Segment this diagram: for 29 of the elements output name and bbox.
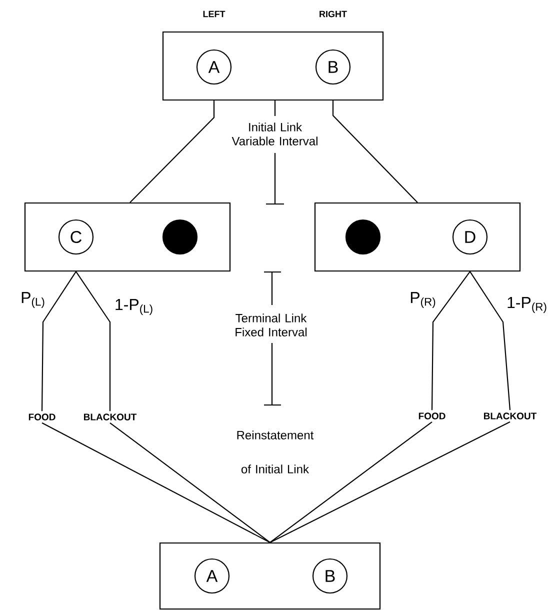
phase-label: Reinstatement of Initial Link bbox=[237, 430, 314, 474]
outcome-label: FOOD bbox=[28, 414, 56, 420]
key-panel bbox=[159, 542, 381, 610]
connector-line bbox=[270, 421, 510, 543]
connector-line bbox=[332, 100, 418, 203]
probability-label: 1-P$_{(L)}$ bbox=[116, 299, 152, 315]
key-panel bbox=[314, 202, 521, 272]
phase-label: Terminal Link Fixed Interval bbox=[236, 314, 307, 336]
connector-line bbox=[76, 271, 111, 412]
connector-line bbox=[41, 271, 76, 412]
connector-line bbox=[431, 271, 470, 410]
connector-line bbox=[110, 422, 270, 543]
probability-label: P$_{(L)}$ bbox=[22, 292, 44, 308]
phase-label: Initial Link Variable Interval bbox=[232, 122, 318, 146]
connector-line bbox=[130, 100, 215, 203]
side-heading: LEFT bbox=[203, 10, 226, 18]
connector-line bbox=[42, 422, 270, 543]
probability-label: 1-P$_{(R)}$ bbox=[508, 297, 546, 313]
outcome-label: BLACKOUT bbox=[84, 414, 137, 420]
outcome-label: BLACKOUT bbox=[484, 412, 537, 420]
connector-line bbox=[270, 421, 432, 543]
side-heading: RIGHT bbox=[320, 10, 347, 18]
key-panel bbox=[162, 31, 384, 101]
dark-key bbox=[345, 219, 381, 255]
key-panel bbox=[24, 202, 231, 272]
connector-line bbox=[470, 271, 511, 410]
dark-key bbox=[162, 219, 198, 255]
outcome-label: FOOD bbox=[418, 412, 446, 420]
probability-label: P$_{(R)}$ bbox=[410, 292, 436, 308]
